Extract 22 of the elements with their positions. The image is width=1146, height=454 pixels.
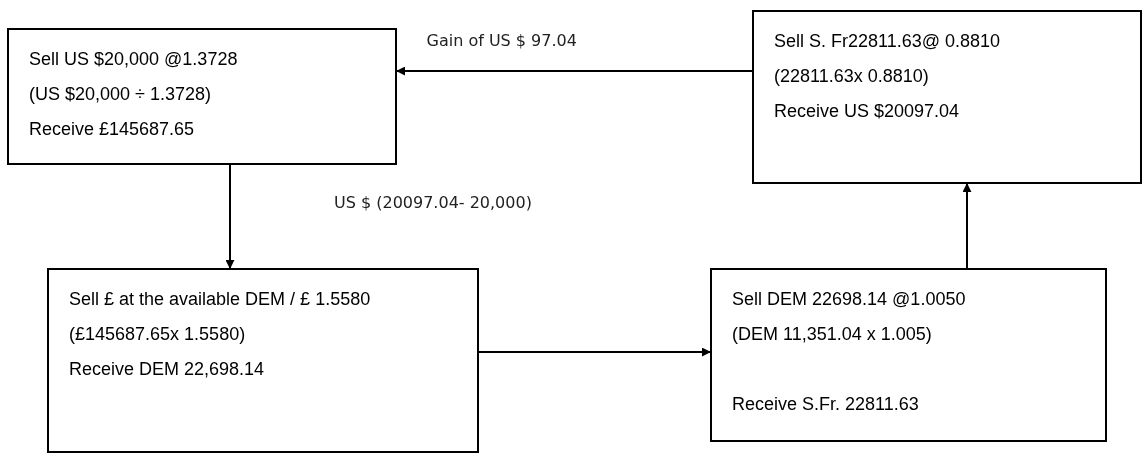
box-text: (US $20,000 ÷ 1.3728): [29, 83, 212, 106]
box-text: (£145687.65x 1.5580): [69, 323, 247, 346]
edge-label: Gain of US $ 97.04: [424, 31, 579, 50]
box-text: Sell DEM 22698.14 @1.0050: [732, 288, 967, 311]
process-box: [7, 28, 397, 165]
box-text: Receive DEM 22,698.14: [69, 358, 266, 381]
box-text: (DEM 11,351.04 x 1.005): [732, 323, 933, 346]
process-box: [47, 268, 479, 453]
note-text: US $ (20097.04- 20,000): [332, 193, 534, 212]
box-text: (22811.63x 0.8810): [774, 65, 930, 88]
arrow: [478, 347, 711, 357]
box-text: Receive S.Fr. 22811.63: [732, 393, 920, 416]
arrow: [962, 183, 972, 269]
arrow: [396, 66, 753, 76]
box-text: Sell US $20,000 @1.3728: [29, 48, 239, 71]
box-text: Receive £145687.65: [29, 118, 196, 141]
box-text: Receive US $20097.04: [774, 100, 961, 123]
process-box: [710, 268, 1107, 442]
box-text: Sell £ at the available DEM / £ 1.5580: [69, 288, 372, 311]
process-box: [752, 10, 1142, 184]
box-text: Sell S. Fr22811.63@ 0.8810: [774, 30, 1002, 53]
arrow: [225, 164, 235, 269]
